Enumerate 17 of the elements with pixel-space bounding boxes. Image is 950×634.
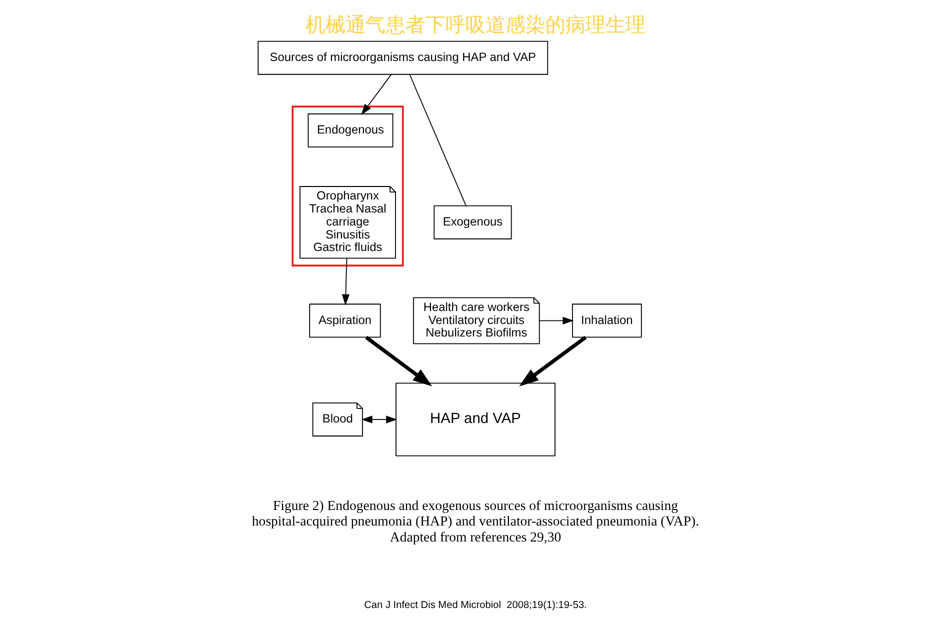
arrow [341,258,350,306]
node-box: Sources of microorganisms causing HAP and VAP [257,40,548,75]
arrow [364,336,432,386]
node-box: Endogenous [307,113,393,148]
caption: Figure 2) Endogenous and exogenous sources of microorganisms causing hospital-acquired pneumonia (HAP) and ventilator-associated pneumonia (VAP). Adapted from references 29,30 [251,498,699,544]
diagram-title: 机械通气患者下呼吸道感染的病理生理 [305,12,645,37]
label: Can J Infect Dis Med Microbiol 2008;19(1):19-53. [364,600,586,612]
arrow [538,316,574,325]
node-box: Aspiration [308,304,380,338]
node-box: HAP and VAP [395,382,555,456]
arrow [360,74,392,115]
node-box: Exogenous [433,205,512,240]
arrow [518,336,586,386]
arrow [360,416,397,424]
node-box: Inhalation [572,304,642,338]
connector [408,74,466,206]
cluster [291,106,404,266]
